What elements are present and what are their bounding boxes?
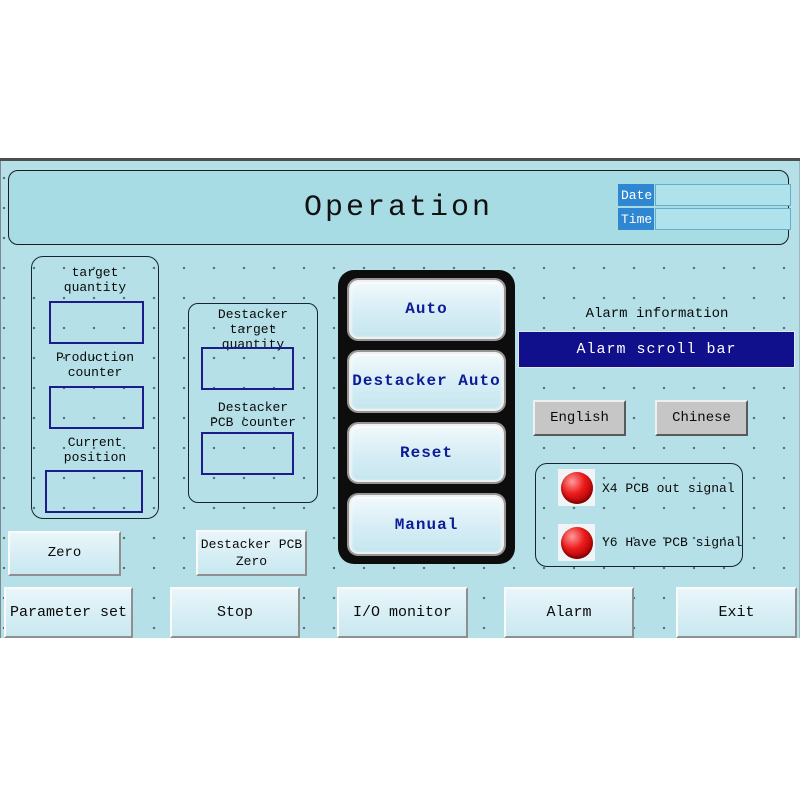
current-position-field[interactable] [45, 470, 143, 513]
mode-button-panel: Auto Destacker Auto Reset Manual [338, 270, 515, 564]
parameter-set-button[interactable]: Parameter set [4, 587, 133, 638]
date-value-field [655, 184, 791, 206]
x4-pcb-out-signal-label: X4 PCB out signal [602, 481, 735, 496]
time-value-field [655, 208, 791, 230]
alarm-scroll-bar: Alarm scroll bar [518, 331, 795, 368]
stop-button[interactable]: Stop [170, 587, 300, 638]
red-led-icon [560, 471, 593, 504]
date-label: Date [618, 184, 654, 206]
time-label: Time [618, 208, 654, 230]
signal-panel: X4 PCB out signal Y6 Have PCB signal [535, 463, 743, 567]
destacker-pcb-zero-button[interactable]: Destacker PCB Zero [196, 530, 307, 576]
red-led-icon [560, 526, 593, 559]
chinese-button[interactable]: Chinese [655, 400, 748, 436]
manual-button[interactable]: Manual [349, 495, 504, 554]
current-position-label: Current position [63, 435, 127, 465]
english-button[interactable]: English [533, 400, 626, 436]
exit-button[interactable]: Exit [676, 587, 797, 638]
counter-panel: target quantity Production counter Curre… [31, 256, 159, 519]
page-title: Operation [303, 191, 494, 225]
zero-button[interactable]: Zero [8, 531, 121, 576]
alarm-information-label: Alarm information [585, 306, 729, 322]
hmi-screen: Operation Date Time target quantity Prod… [0, 158, 800, 638]
y6-have-pcb-signal-label: Y6 Have PCB signal [602, 535, 743, 550]
target-quantity-field[interactable] [49, 301, 144, 344]
destacker-pcb-counter-field[interactable] [201, 432, 294, 475]
auto-button[interactable]: Auto [349, 280, 504, 339]
destacker-target-quantity-field[interactable] [201, 347, 294, 390]
destacker-pcb-counter-label: Destacker PCB counter [210, 400, 296, 430]
destacker-target-quantity-label: Destacker target quantity [217, 307, 289, 352]
time-row: Time [618, 208, 791, 230]
y6-have-pcb-lamp [558, 524, 595, 561]
alarm-button[interactable]: Alarm [504, 587, 634, 638]
date-row: Date [618, 184, 791, 206]
reset-button[interactable]: Reset [349, 423, 504, 483]
header-panel: Operation Date Time [8, 170, 791, 245]
target-quantity-label: target quantity [63, 265, 127, 295]
destacker-panel: Destacker target quantity Destacker PCB … [188, 303, 318, 503]
production-counter-label: Production counter [55, 350, 134, 380]
io-monitor-button[interactable]: I/O monitor [337, 587, 468, 638]
destacker-auto-button[interactable]: Destacker Auto [349, 351, 504, 411]
production-counter-field[interactable] [49, 386, 144, 429]
x4-pcb-out-lamp [558, 469, 595, 506]
